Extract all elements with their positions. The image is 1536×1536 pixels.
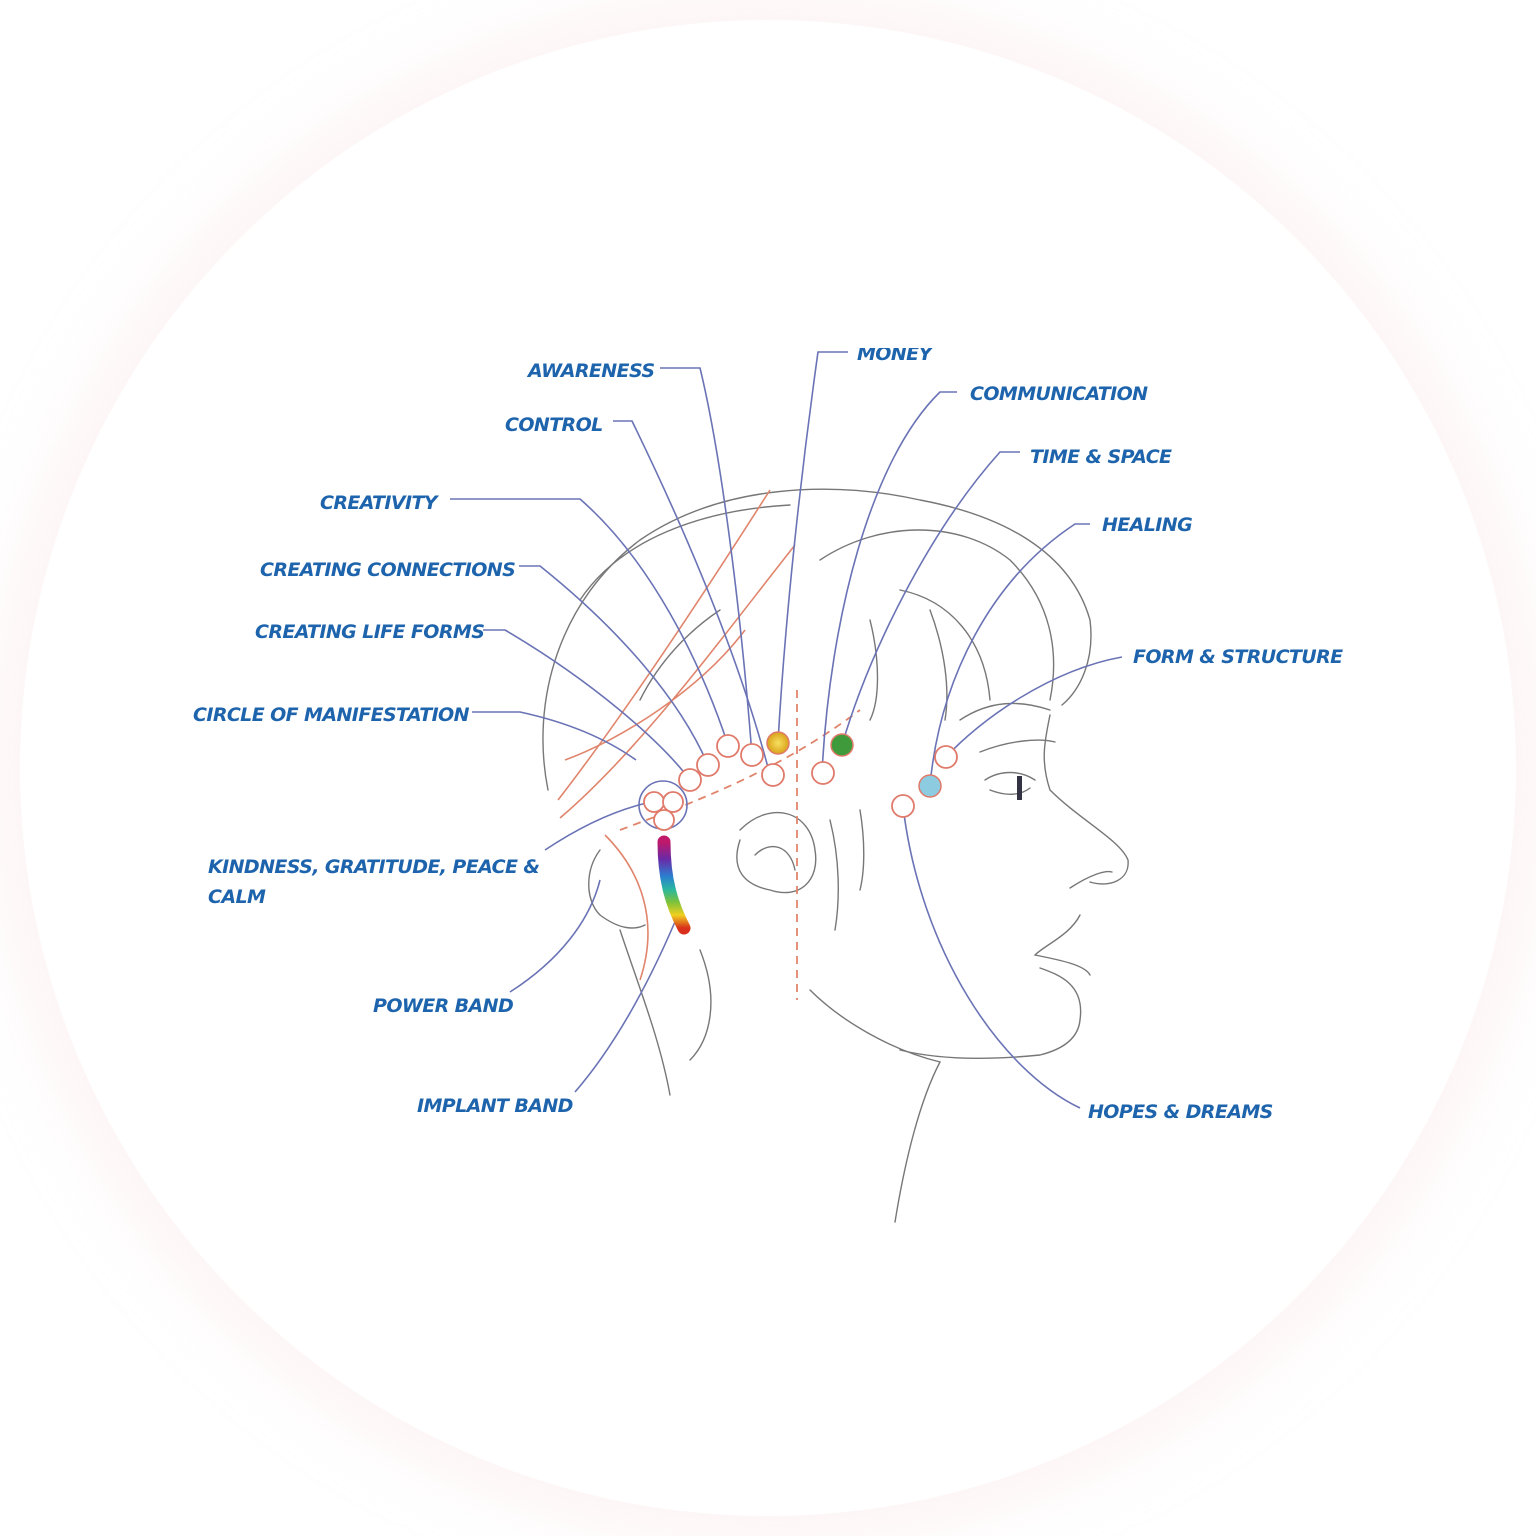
point-creativity [716, 734, 740, 758]
label-form-structure: FORM & STRUCTURE [1133, 646, 1343, 668]
label-power-band: POWER BAND [373, 995, 513, 1017]
meridian-lines [557, 489, 861, 1000]
label-creating-life-forms: CREATING LIFE FORMS [255, 621, 484, 643]
label-communication: COMMUNICATION [970, 383, 1148, 405]
label-creativity: CREATIVITY [320, 492, 440, 514]
label-implant-band: IMPLANT BAND [417, 1095, 573, 1117]
label-time-space: TIME & SPACE [1030, 446, 1172, 468]
rainbow-band [657, 835, 691, 935]
label-money: MONEY [857, 343, 935, 365]
label-creating-connections: CREATING CONNECTIONS [260, 559, 515, 581]
point-kindness-2 [662, 791, 684, 813]
labels: AWARENESS CONTROL MONEY COMMUNICATION TI… [193, 343, 1344, 1123]
label-kindness-line2: CALM [208, 886, 266, 908]
label-kindness-line1: KINDNESS, GRATITUDE, PEACE & [208, 856, 539, 878]
point-communication [811, 761, 835, 785]
point-creating-life-forms [678, 768, 702, 792]
point-control [761, 763, 785, 787]
label-healing: HEALING [1102, 514, 1192, 536]
point-hopes-dreams [891, 794, 915, 818]
label-hopes-dreams: HOPES & DREAMS [1088, 1101, 1273, 1123]
point-healing [918, 774, 942, 798]
point-kindness-1 [643, 791, 665, 813]
top-crop-edge [820, 330, 980, 348]
point-kindness-3 [653, 809, 675, 831]
head-sketch [542, 488, 1129, 1223]
point-awareness [740, 743, 764, 767]
point-money [766, 731, 790, 755]
leader-lines [450, 351, 1123, 1109]
points [638, 731, 958, 935]
label-control: CONTROL [505, 414, 603, 436]
point-time-space [830, 733, 854, 757]
label-circle-of-manifestation: CIRCLE OF MANIFESTATION [193, 704, 470, 726]
point-creating-connections [696, 753, 720, 777]
point-form-structure [934, 745, 958, 769]
label-awareness: AWARENESS [526, 360, 654, 382]
